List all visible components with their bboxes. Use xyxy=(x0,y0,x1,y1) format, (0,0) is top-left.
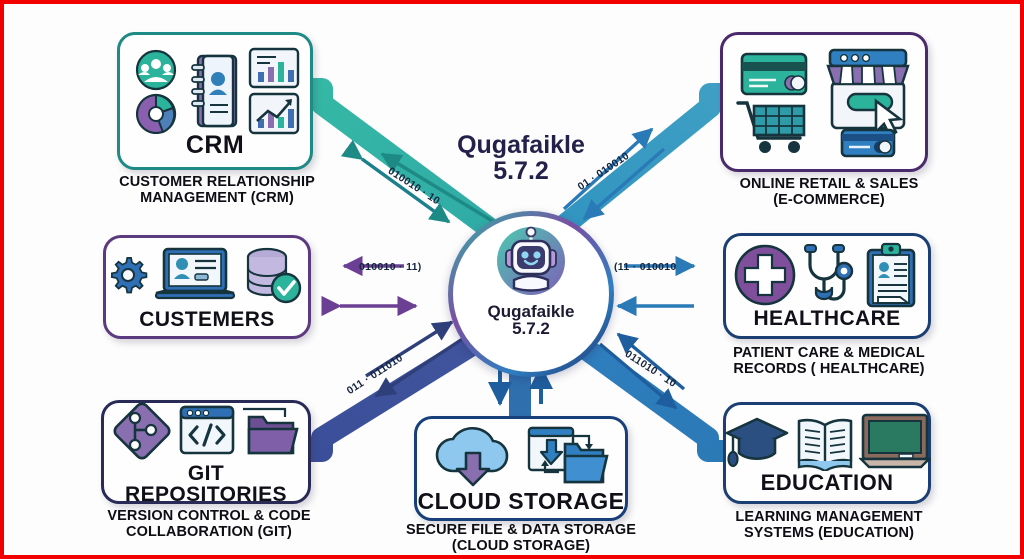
arrow-git-inbound xyxy=(365,320,454,378)
node-ecommerce[interactable] xyxy=(720,32,928,172)
people-pie-icons xyxy=(135,49,177,134)
node-cloud-icons xyxy=(433,424,609,488)
cloud-download-icon xyxy=(435,426,509,487)
graduation-cap-icon xyxy=(725,417,789,468)
stethoscope-icon xyxy=(804,244,854,301)
folder-icon xyxy=(243,407,299,454)
node-healthcare-caption: PATIENT CARE & MEDICAL RECORDS ( HEALTHC… xyxy=(733,345,925,378)
storefront-icon xyxy=(826,48,910,158)
arrow-education-inbound xyxy=(616,332,686,391)
node-git[interactable]: GIT REPOSITORIES xyxy=(101,400,311,506)
node-crm[interactable]: CRM xyxy=(117,32,313,170)
node-customers[interactable]: CUSTEMERS xyxy=(103,235,311,339)
arrow-crm-bidirectional xyxy=(340,139,451,224)
clipboard-record-icon xyxy=(866,242,916,308)
node-customers-icons xyxy=(111,245,303,307)
node-healthcare-title: HEALTHCARE xyxy=(753,307,901,330)
node-education-title: EDUCATION xyxy=(760,470,894,495)
node-crm-icons xyxy=(128,45,302,137)
arrow-education-outbound xyxy=(598,342,678,410)
connector-band-ecommerce xyxy=(522,83,728,263)
hub-node[interactable]: Qugafaikle 5.7.2 xyxy=(448,211,614,377)
node-healthcare[interactable]: HEALTHCARE xyxy=(723,233,931,339)
connector-layer xyxy=(304,78,728,462)
node-education-icons xyxy=(723,412,931,472)
node-cloud-title: CLOUD STORAGE xyxy=(417,488,625,514)
node-git-icons xyxy=(111,400,301,462)
hub-inner-label: Qugafaikle 5.7.2 xyxy=(488,303,575,337)
node-customers-title: CUSTEMERS xyxy=(139,307,275,331)
git-branch-icon xyxy=(113,401,171,460)
connector-band-education xyxy=(542,313,726,462)
node-crm-title: CRM xyxy=(185,130,245,159)
hub-inner-line1: Qugafaikle xyxy=(487,302,575,321)
connector-band-git xyxy=(304,312,515,462)
gear-icon xyxy=(111,256,148,293)
code-window-icon xyxy=(179,405,235,454)
database-check-icon xyxy=(246,247,302,303)
node-healthcare-icons xyxy=(734,242,920,308)
hub-inner-line2: 5.7.2 xyxy=(512,319,550,338)
hub-title: Qugafaikle 5.7.2 xyxy=(426,132,616,185)
node-ecommerce-caption: ONLINE RETAIL & SALES (E-COMMERCE) xyxy=(739,176,919,209)
medical-cross-icon xyxy=(734,244,796,306)
connector-label-healthcare: (11 · 010010 xyxy=(614,261,677,273)
chalkboard-icon xyxy=(859,413,931,469)
charts-icons xyxy=(248,47,300,134)
node-education[interactable]: EDUCATION xyxy=(723,402,931,504)
connector-label-customers: 010010 · 11) xyxy=(359,261,422,273)
open-book-icon xyxy=(797,418,853,471)
laptop-profile-icon xyxy=(154,247,236,299)
node-cloud[interactable]: CLOUD STORAGE xyxy=(414,416,628,521)
contact-book-icon xyxy=(191,54,238,127)
node-crm-caption: CUSTOMER RELATIONSHIP MANAGEMENT (CRM) xyxy=(119,174,315,207)
card-cart-icons xyxy=(736,52,808,153)
robot-icon xyxy=(488,224,574,303)
arrow-git-outbound xyxy=(374,332,471,398)
node-git-title: GIT REPOSITORIES xyxy=(125,461,287,506)
node-ecommerce-icons xyxy=(734,44,914,160)
node-git-caption: VERSION CONTROL & CODE COLLABORATION (GI… xyxy=(107,508,311,541)
node-cloud-caption: SECURE FILE & DATA STORAGE (CLOUD STORAG… xyxy=(405,522,637,555)
arrow-ecommerce-outbound xyxy=(562,127,654,211)
node-education-caption: LEARNING MANAGEMENT SYSTEMS (EDUCATION) xyxy=(735,509,923,542)
hub-title-line1: Qugafaikle xyxy=(457,131,585,159)
hub-title-line2: 5.7.2 xyxy=(493,157,549,186)
folder-sync-icon xyxy=(527,426,609,484)
arrow-ecommerce-inbound xyxy=(582,147,666,221)
